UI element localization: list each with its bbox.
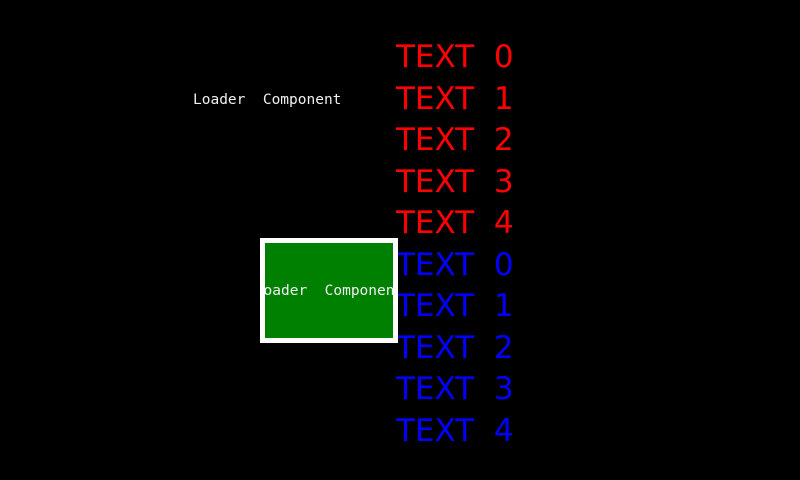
text-row: TEXT 2: [396, 329, 514, 366]
text-row: TEXT 0: [396, 39, 514, 75]
loader-component-label-boxed: Loader Component: [260, 282, 398, 299]
text-row: TEXT 2: [396, 122, 514, 158]
text-row: TEXT 0: [396, 246, 514, 283]
text-row: TEXT 1: [396, 80, 514, 117]
text-row-list: TEXT 0 TEXT 1 TEXT 2 TEXT 3 TEXT 4 TEXT …: [396, 37, 576, 452]
text-row: TEXT 1: [396, 288, 514, 324]
text-row: TEXT 3: [396, 163, 514, 200]
text-row: TEXT 4: [396, 205, 514, 241]
loader-component-label-plain: Loader Component: [193, 92, 342, 108]
text-row: TEXT 3: [396, 371, 514, 407]
text-row: TEXT 4: [396, 412, 514, 449]
loader-component-box: Loader Component: [260, 238, 398, 343]
